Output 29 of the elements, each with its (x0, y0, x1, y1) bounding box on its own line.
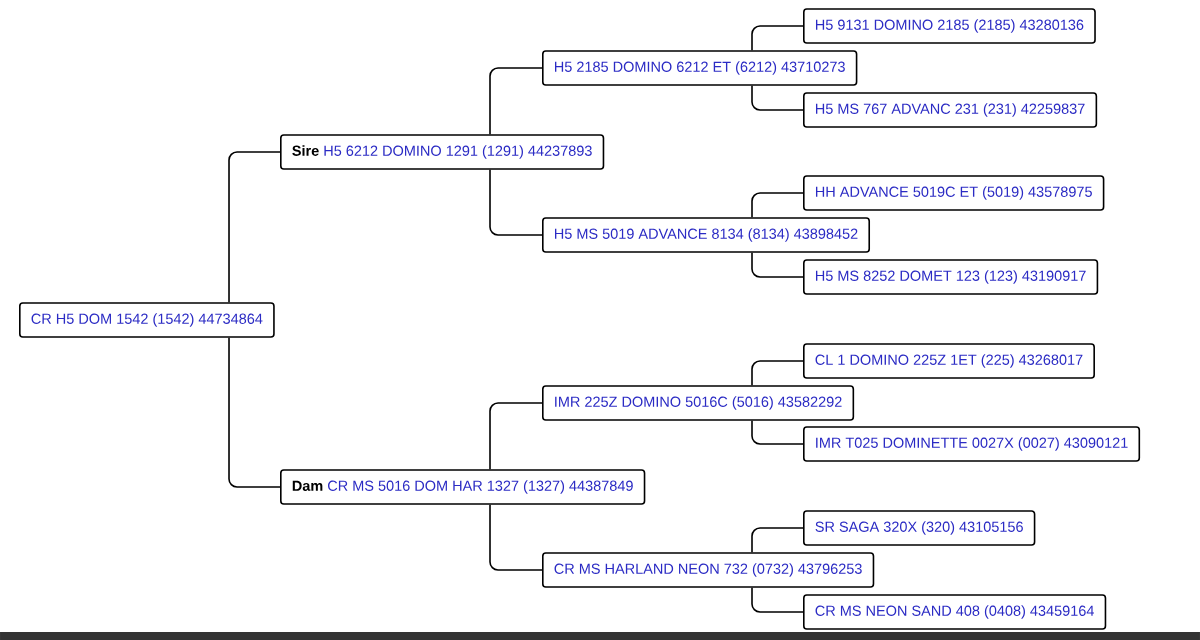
connector-line (228, 337, 281, 488)
pedigree-box: H5 MS 8252 DOMET 123 (123) 43190917 (803, 259, 1099, 295)
pedigree-box: CR MS HARLAND NEON 732 (0732) 43796253 (542, 552, 875, 588)
pedigree-box: IMR 225Z DOMINO 5016C (5016) 43582292 (542, 385, 855, 421)
connector-line (751, 360, 804, 386)
pedigree-box: CR H5 DOM 1542 (1542) 44734864 (19, 302, 275, 338)
connector-line (751, 85, 804, 111)
connector-line (489, 402, 543, 470)
pedigree-box: CL 1 DOMINO 225Z 1ET (225) 43268017 (803, 343, 1095, 379)
connector-line (489, 504, 543, 571)
connector-line (751, 25, 804, 51)
connector-line (751, 420, 804, 445)
pedigree-box: Sire H5 6212 DOMINO 1291 (1291) 44237893 (280, 134, 605, 170)
connector-line (228, 151, 281, 303)
pedigree-box: IMR T025 DOMINETTE 0027X (0027) 43090121 (803, 426, 1141, 462)
connector-line (751, 192, 804, 218)
connector-line (751, 252, 804, 278)
connector-line (489, 169, 543, 236)
pedigree-box: SR SAGA 320X (320) 43105156 (803, 510, 1036, 546)
pedigree-box: CR MS NEON SAND 408 (0408) 43459164 (803, 594, 1107, 630)
pedigree-box: HH ADVANCE 5019C ET (5019) 43578975 (803, 175, 1105, 211)
pedigree-box: H5 MS 5019 ADVANCE 8134 (8134) 43898452 (542, 217, 870, 253)
connector-line (751, 587, 804, 613)
pedigree-box: H5 2185 DOMINO 6212 ET (6212) 43710273 (542, 50, 858, 86)
connector-line (751, 527, 804, 553)
pedigree-box: Dam CR MS 5016 DOM HAR 1327 (1327) 44387849 (280, 469, 646, 505)
pedigree-box: H5 MS 767 ADVANC 231 (231) 42259837 (803, 92, 1098, 128)
connector-line (489, 67, 543, 135)
pedigree-box: H5 9131 DOMINO 2185 (2185) 43280136 (803, 8, 1096, 44)
